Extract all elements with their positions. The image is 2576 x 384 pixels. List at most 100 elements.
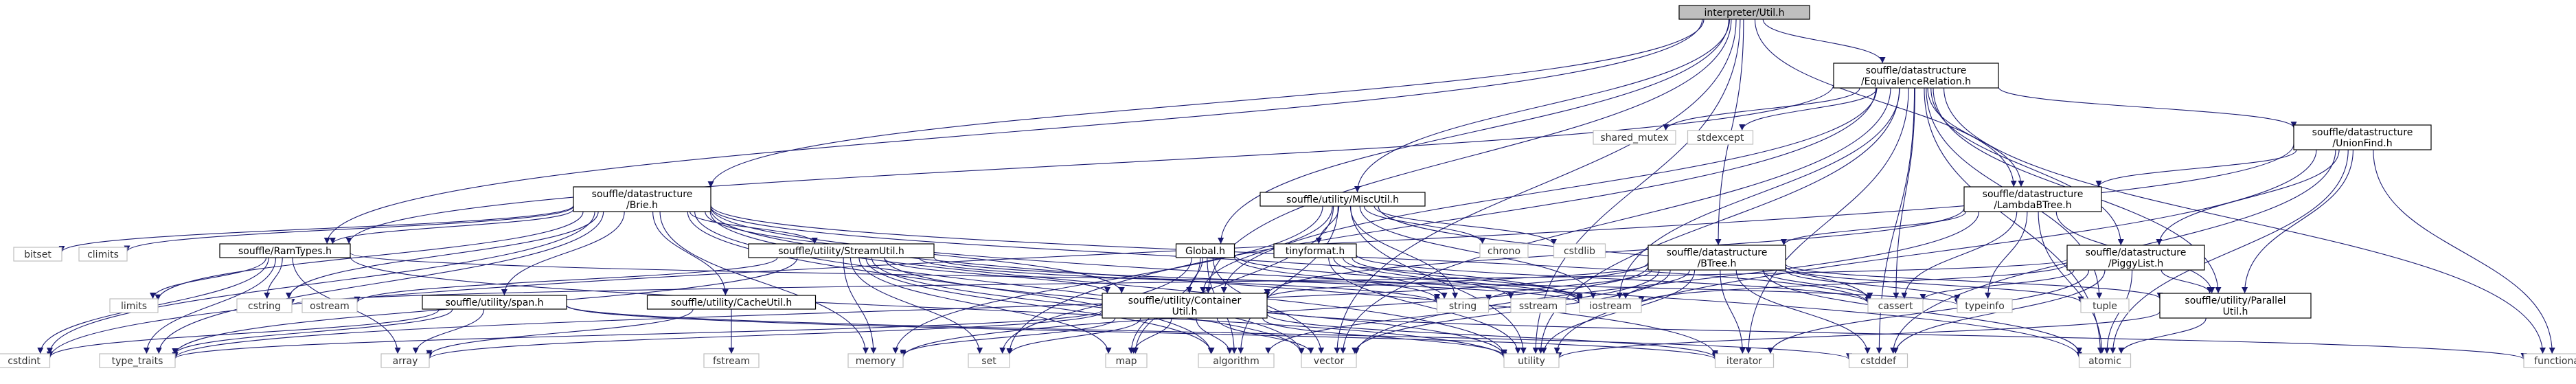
node-label: souffle/utility/StreamUtil.h (778, 246, 904, 257)
edge-path (172, 309, 1103, 359)
node-unionfind[interactable]: souffle/datastructure/UnionFind.h (2293, 124, 2432, 150)
edge-equiv-to-stdexcept (1739, 87, 1878, 131)
edge-path (1553, 149, 2317, 354)
node-streamutil[interactable]: souffle/utility/StreamUtil.h (748, 243, 935, 258)
node-box (2523, 353, 2576, 368)
node-miscutil[interactable]: souffle/utility/MiscUtil.h (1259, 192, 1426, 207)
node-label: typeinfo (1965, 301, 2005, 312)
edge-path (1762, 269, 1873, 300)
node-box (1301, 353, 1357, 368)
node-label: cstddef (1860, 356, 1897, 367)
edge-streamutil-to-string (918, 257, 1440, 304)
node-chrono: chrono (1479, 243, 1529, 258)
edge-util-to-equiv (1762, 19, 1886, 64)
node-label: souffle/utility/MiscUtil.h (1286, 194, 1399, 205)
node-label: souffle/utility/Container (1128, 295, 1242, 306)
node-global[interactable]: Global.h (1175, 243, 1235, 258)
edge-path (933, 257, 1583, 304)
node-label: /BTree.h (1698, 258, 1737, 269)
edge-path (172, 262, 1649, 359)
node-cstdint: cstdint (0, 353, 51, 368)
edge-path (1186, 257, 1203, 294)
edge-lambdabtree-to-vector (1353, 211, 1980, 354)
edge-path (2110, 149, 2349, 354)
edge-path (850, 257, 983, 354)
edge-brie-to-bitset (58, 205, 574, 253)
node-lambdabtree[interactable]: souffle/datastructure/LambdaBTree.h (1963, 186, 2102, 212)
node-ramtypes[interactable]: souffle/RamTypes.h (219, 243, 351, 258)
node-span[interactable]: souffle/utility/span.h (422, 295, 567, 310)
edge-equiv-to-iostream (1616, 87, 1900, 300)
edge-path (47, 308, 440, 358)
node-label: /EquivalenceRelation.h (1861, 76, 1971, 87)
node-box (1510, 298, 1566, 313)
node-cstddef: cstddef (1848, 353, 1908, 368)
node-box (1102, 293, 1268, 319)
node-label: souffle/utility/CacheUtil.h (671, 297, 793, 308)
edge-path (1876, 87, 1915, 354)
node-box (380, 353, 430, 368)
node-functional: functional (2523, 353, 2576, 368)
edge-container-to-type-traits (172, 309, 1103, 359)
edge-container-to-utility (1262, 317, 1507, 357)
edge-path (1352, 257, 1583, 300)
edge-streamutil-to-ostream (354, 257, 778, 303)
edge-path (47, 211, 595, 354)
edge-path (1919, 269, 2075, 301)
node-equiv[interactable]: souffle/datastructure/EquivalenceRelatio… (1833, 63, 1999, 89)
node-box (1867, 298, 1924, 313)
nodes-layer: interpreter/Util.h souffle/datastructure/… (0, 5, 2576, 368)
node-box (1848, 353, 1908, 368)
node-label: cstdlib (1564, 246, 1595, 257)
node-btree[interactable]: souffle/datastructure/BTree.h (1648, 245, 1786, 271)
edge-path (2156, 149, 2340, 246)
edge-piggylist-to-parallelutil (2161, 269, 2213, 294)
node-iterator: iterator (1714, 353, 1775, 368)
edge-span-to-type-traits (172, 308, 453, 355)
node-utility: utility (1503, 353, 1560, 368)
edge-path (1893, 87, 1915, 300)
node-brie[interactable]: souffle/datastructure/Brie.h (573, 186, 711, 212)
edge-parallelutil-to-utility (1555, 311, 2161, 359)
edge-path (1340, 87, 1891, 354)
node-label: chrono (1488, 246, 1520, 257)
node-piggylist[interactable]: souffle/datastructure/PiggyList.h (2066, 245, 2205, 271)
edge-container-to-map (1130, 317, 1172, 354)
edge-path (843, 257, 877, 354)
edge-miscutil-to-algorithm (1238, 205, 1338, 354)
edge-btree-to-cassert (1762, 269, 1873, 300)
node-label: limits (121, 301, 147, 312)
edge-path (2161, 269, 2213, 294)
node-label: tuple (2093, 301, 2117, 312)
node-label: fstream (713, 356, 750, 367)
node-util[interactable]: interpreter/Util.h (1678, 5, 1810, 20)
node-tinyformat[interactable]: tinyformat.h (1273, 243, 1357, 258)
edge-tinyformat-to-string (1333, 257, 1448, 300)
node-box (1175, 243, 1235, 258)
edge-util-to-ramtypes (323, 19, 1703, 245)
node-label: /UnionFind.h (2332, 138, 2392, 149)
node-box (968, 353, 1010, 368)
edge-path (124, 205, 574, 252)
edge-container-to-memory (900, 317, 1116, 357)
node-box (1687, 130, 1754, 145)
edge-unionfind-to-parallelutil (2242, 149, 2353, 294)
edge-path (1266, 308, 2527, 360)
edge-equiv-to-set (1006, 87, 1876, 354)
edge-path (1132, 205, 1334, 354)
edge-btree-to-type-traits (172, 262, 1649, 359)
edge-span-to-iterator (566, 305, 1718, 360)
edge-path (2095, 149, 2297, 188)
node-label: string (1449, 301, 1477, 312)
node-label: stdexcept (1697, 133, 1744, 144)
edge-lambdabtree-to-container (1264, 207, 1965, 295)
edge-brie-to-ramtypes (329, 209, 574, 245)
node-cacheutil[interactable]: souffle/utility/CacheUtil.h (646, 295, 817, 310)
node-ostream: ostream (301, 298, 358, 313)
edge-brie-to-cstdint (47, 211, 595, 354)
node-box (1957, 298, 2013, 313)
edge-path (1006, 87, 1876, 354)
edge-path (1333, 257, 1448, 300)
